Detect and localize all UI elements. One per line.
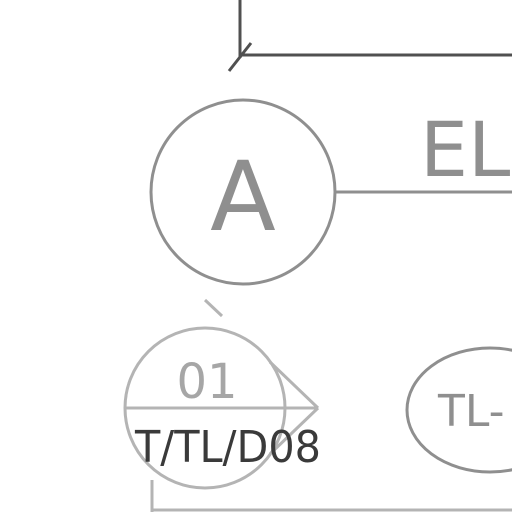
tag-bubble [405, 346, 512, 474]
tag-bubble-text: TL- [437, 386, 505, 437]
grid-bubble-label: A [210, 141, 276, 253]
section-marker-arrow-top [268, 360, 320, 410]
elevation-title: EL [420, 105, 510, 194]
section-marker-arrow-bottom [268, 406, 320, 456]
dimension-tick [227, 42, 253, 72]
dashed-guide-line [203, 298, 224, 318]
section-number: 01 [176, 354, 237, 410]
sheet-reference: T/TL/D08 [134, 422, 321, 473]
